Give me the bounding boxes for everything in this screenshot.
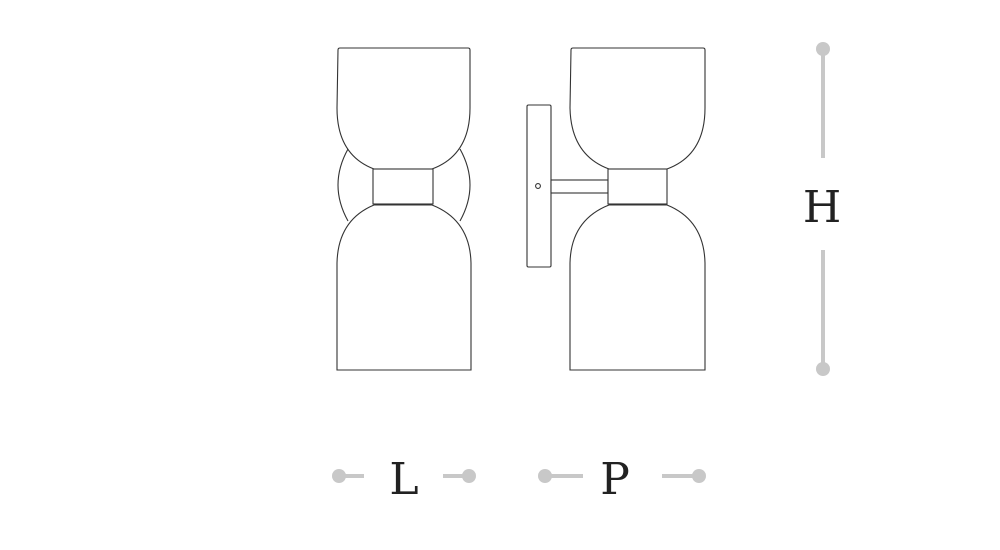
side-bottom-shade <box>569 204 706 371</box>
side-screw-icon <box>535 183 541 189</box>
depth-dimension: P <box>538 454 706 505</box>
width-endpoint-left <box>332 469 346 483</box>
height-label: H <box>803 182 841 233</box>
front-plate-left-arc <box>337 148 349 222</box>
width-label: L <box>389 454 418 505</box>
front-top-shade <box>336 47 471 170</box>
side-top-shade <box>569 47 706 170</box>
front-collar <box>372 168 434 205</box>
depth-endpoint-left <box>538 469 552 483</box>
side-collar <box>607 168 668 205</box>
front-plate-right-arc <box>459 148 471 222</box>
side-view <box>526 47 706 371</box>
width-dimension: L <box>332 454 476 505</box>
depth-label: P <box>600 454 630 505</box>
depth-endpoint-right <box>692 469 706 483</box>
front-bottom-shade <box>336 204 472 371</box>
height-endpoint-bottom <box>816 362 830 376</box>
width-endpoint-right <box>462 469 476 483</box>
front-view <box>336 47 472 371</box>
height-dimension: H <box>803 42 841 376</box>
side-arm <box>550 179 609 194</box>
height-endpoint-top <box>816 42 830 56</box>
